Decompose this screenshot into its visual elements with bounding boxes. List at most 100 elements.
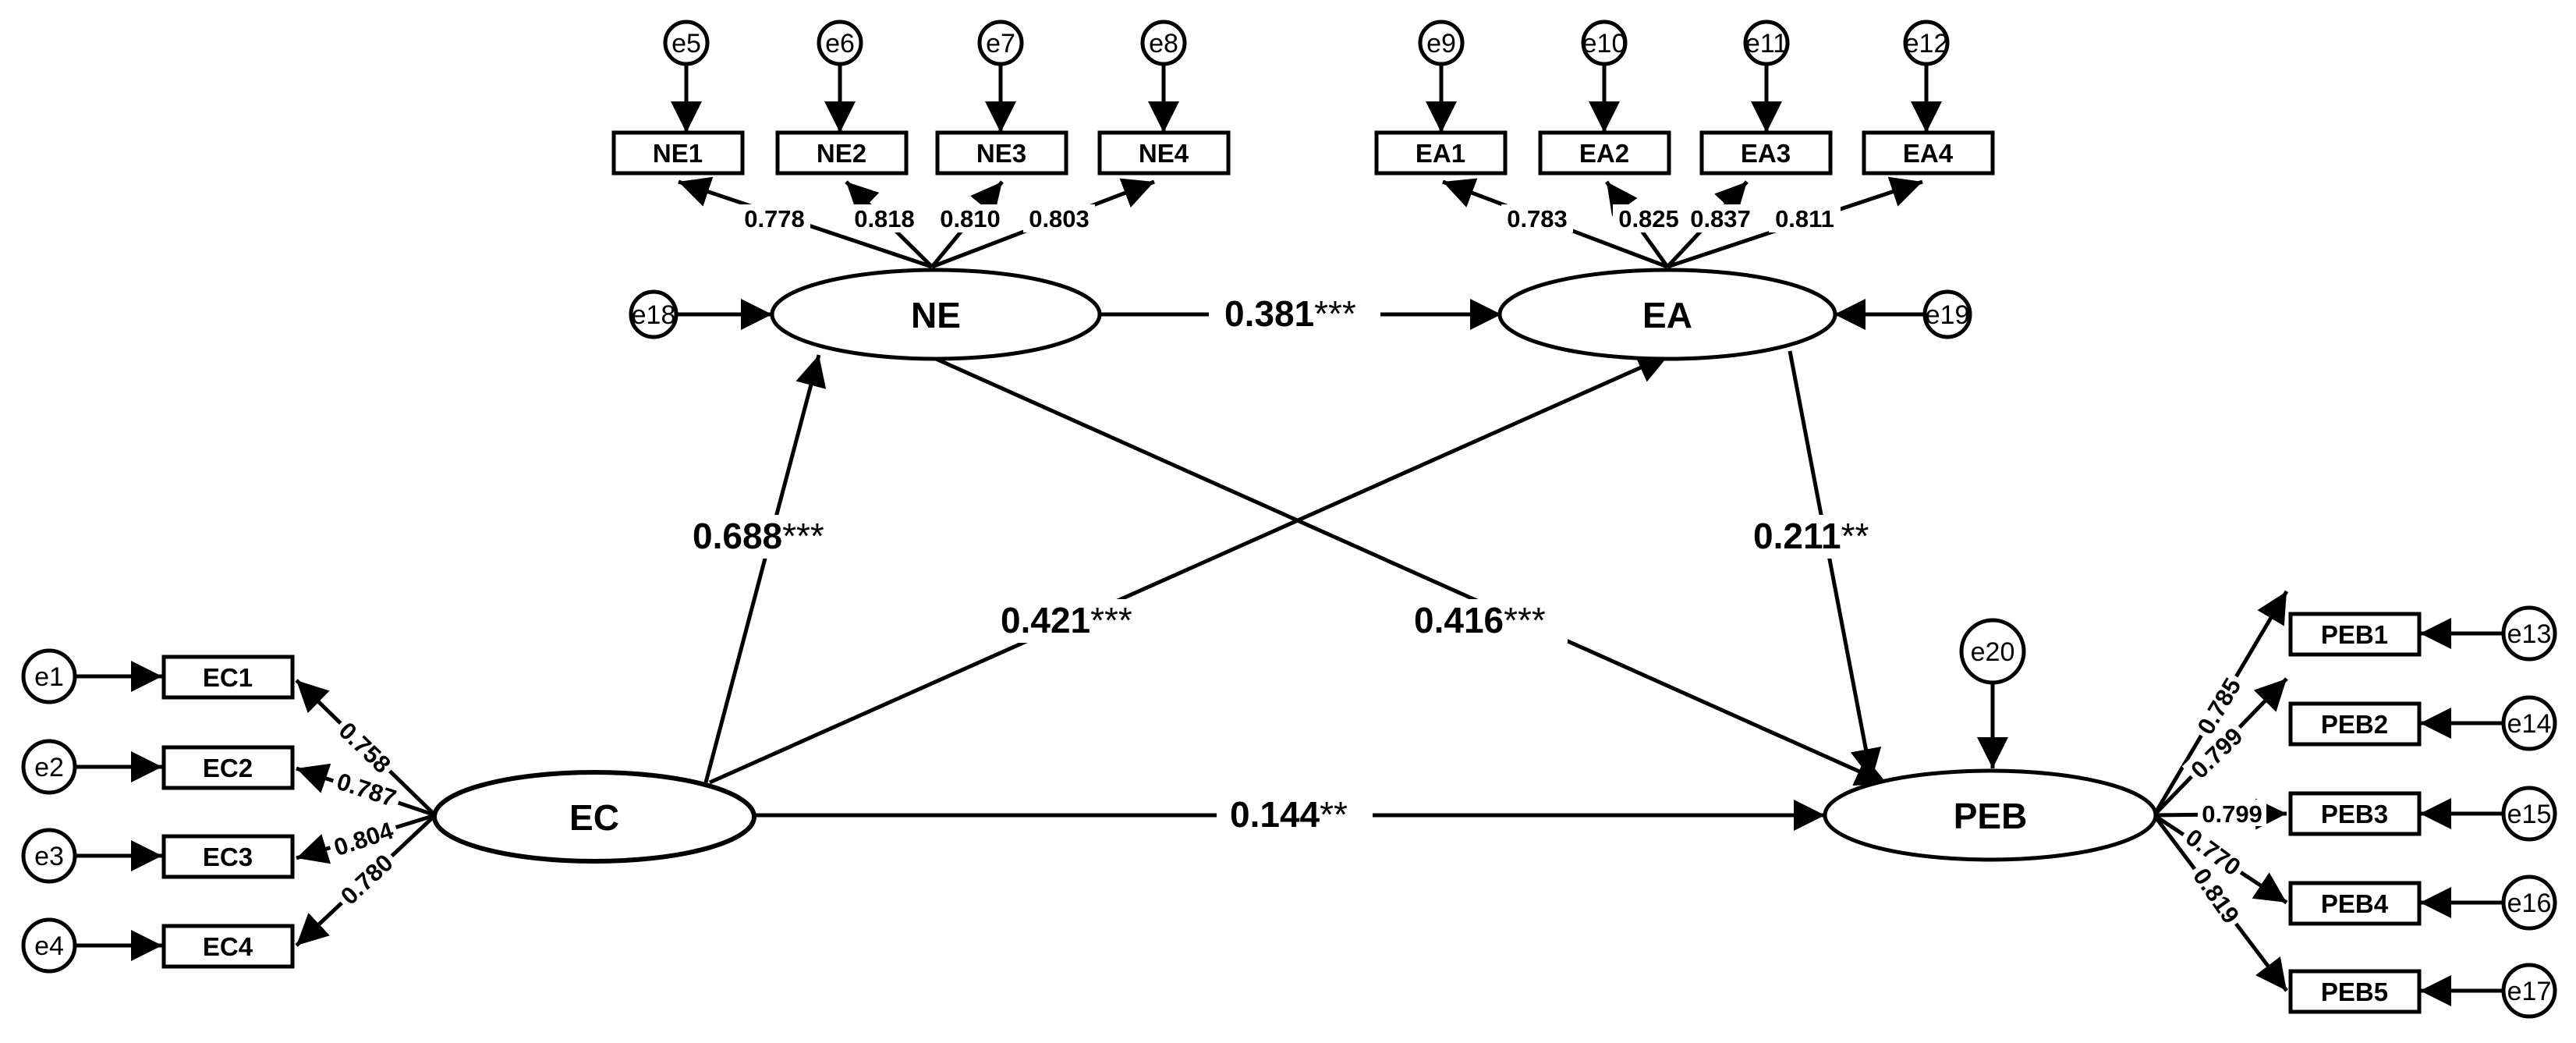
svg-text:e16: e16	[2507, 889, 2552, 918]
indicator-ne4: NE4	[1097, 130, 1231, 176]
path-ea-peb-line	[1788, 350, 1882, 781]
indicator-peb4-label: PEB4	[2321, 889, 2389, 918]
indicator-peb5-label: PEB5	[2321, 977, 2388, 1006]
svg-text:0.778: 0.778	[744, 205, 805, 232]
indicator-peb4: PEB4	[2288, 881, 2422, 926]
svg-text:0.825: 0.825	[1618, 205, 1679, 232]
svg-text:0.688***: 0.688***	[693, 516, 824, 556]
svg-text:0.416***: 0.416***	[1414, 600, 1546, 640]
path-ne-peb-line	[934, 357, 1889, 786]
path-sig-ea-peb: **	[1841, 516, 1869, 556]
indicator-ec4: EC4	[161, 924, 295, 969]
svg-text:e4: e4	[34, 931, 64, 961]
loading-label-ne2: 0.818	[849, 204, 920, 232]
svg-text:0.810: 0.810	[940, 205, 1001, 232]
error-e15: e15	[2501, 786, 2557, 842]
indicator-ec2-label: EC2	[203, 754, 253, 782]
error-e7: e7	[977, 20, 1024, 66]
indicator-ec1: EC1	[161, 655, 295, 700]
path-label-ec-ea: 0.421***	[994, 599, 1154, 643]
svg-text:e18: e18	[632, 300, 676, 330]
svg-text:e9: e9	[1426, 29, 1456, 59]
indicator-ec3: EC3	[161, 834, 295, 879]
svg-text:e5: e5	[671, 29, 701, 59]
error-e17: e17	[2501, 963, 2557, 1019]
error-e6: e6	[817, 20, 863, 66]
path-coef-ec-ne: 0.688	[693, 516, 782, 556]
path-sig-ne-ea: ***	[1314, 293, 1356, 334]
svg-text:e2: e2	[34, 753, 64, 782]
loading-label-ne3: 0.810	[934, 204, 1006, 232]
error-e4: e4	[21, 917, 77, 974]
svg-text:0.799: 0.799	[2202, 800, 2262, 828]
indicator-peb1: PEB1	[2288, 612, 2422, 657]
svg-text:e13: e13	[2507, 619, 2552, 649]
svg-text:e8: e8	[1149, 29, 1178, 59]
latent-peb-label: PEB	[1954, 796, 2028, 836]
indicator-peb3: PEB3	[2288, 791, 2422, 836]
latent-ne-label: NE	[911, 295, 961, 335]
path-label-ea-peb: 0.211**	[1747, 515, 1891, 559]
svg-text:e17: e17	[2507, 977, 2552, 1006]
svg-text:e3: e3	[34, 842, 64, 871]
loading-label-ea3: 0.837	[1685, 204, 1756, 232]
path-label-ec-ne: 0.688***	[686, 515, 842, 559]
svg-text:0.144**: 0.144**	[1230, 794, 1348, 835]
error-e9: e9	[1418, 20, 1465, 66]
indicator-ea2: EA2	[1538, 130, 1671, 176]
svg-text:0.783: 0.783	[1507, 205, 1568, 232]
error-e3: e3	[21, 828, 77, 884]
indicator-ne4-label: NE4	[1139, 139, 1189, 168]
latent-ea: EA	[1497, 268, 1837, 361]
latent-peb: PEB	[1823, 768, 2158, 862]
indicator-peb5: PEB5	[2288, 969, 2422, 1014]
latent-ec-label: EC	[569, 797, 619, 838]
indicator-peb2-label: PEB2	[2321, 710, 2388, 739]
loading-label-ne4: 0.803	[1023, 204, 1095, 232]
error-e12: e12	[1903, 20, 1950, 66]
path-label-ec-peb: 0.144**	[1217, 793, 1373, 837]
indicator-peb3-label: PEB3	[2321, 800, 2388, 828]
indicator-ea4-label: EA4	[1903, 139, 1954, 168]
path-sig-ec-peb: **	[1320, 794, 1348, 835]
svg-text:e15: e15	[2507, 800, 2552, 829]
svg-text:e1: e1	[34, 662, 64, 692]
error-e11: e11	[1743, 20, 1790, 66]
svg-text:0.803: 0.803	[1029, 205, 1090, 232]
indicator-ec2: EC2	[161, 745, 295, 790]
svg-text:0.421***: 0.421***	[1001, 600, 1132, 640]
error-e19: e19	[1922, 289, 1972, 339]
latent-ec: EC	[432, 770, 757, 864]
indicator-ne1-label: NE1	[653, 139, 703, 168]
error-e5: e5	[663, 20, 710, 66]
svg-text:0.381***: 0.381***	[1224, 293, 1356, 334]
path-coef-ea-peb: 0.211	[1753, 516, 1841, 556]
svg-text:e11: e11	[1745, 29, 1788, 59]
svg-text:e7: e7	[986, 29, 1015, 59]
svg-text:e19: e19	[1926, 300, 1970, 330]
error-e10: e10	[1581, 20, 1628, 66]
indicator-ne1: NE1	[611, 130, 745, 176]
svg-text:e12: e12	[1905, 29, 1949, 59]
path-label-ne-peb: 0.416***	[1408, 599, 1568, 643]
path-coef-ne-peb: 0.416	[1414, 600, 1504, 640]
svg-text:0.818: 0.818	[854, 205, 915, 232]
indicator-ec3-label: EC3	[203, 843, 253, 871]
path-sig-ne-peb: ***	[1504, 600, 1546, 640]
indicator-ne3: NE3	[935, 130, 1068, 176]
indicator-ne3-label: NE3	[976, 139, 1026, 168]
indicator-ec4-label: EC4	[203, 932, 253, 961]
svg-text:e14: e14	[2507, 709, 2552, 739]
indicator-ea3: EA3	[1699, 130, 1833, 176]
path-sig-ec-ea: ***	[1090, 600, 1132, 640]
loading-label-ea4: 0.811	[1769, 204, 1841, 232]
indicator-ea3-label: EA3	[1741, 139, 1791, 168]
path-label-ne-ea: 0.381***	[1209, 293, 1380, 336]
svg-text:e6: e6	[825, 29, 855, 59]
path-ec-ne-line	[703, 354, 827, 783]
latent-ea-label: EA	[1642, 295, 1692, 335]
error-e2: e2	[21, 739, 77, 795]
indicator-ec1-label: EC1	[203, 663, 253, 692]
indicator-ea4: EA4	[1862, 130, 1995, 176]
path-coef-ne-ea: 0.381	[1224, 293, 1314, 334]
